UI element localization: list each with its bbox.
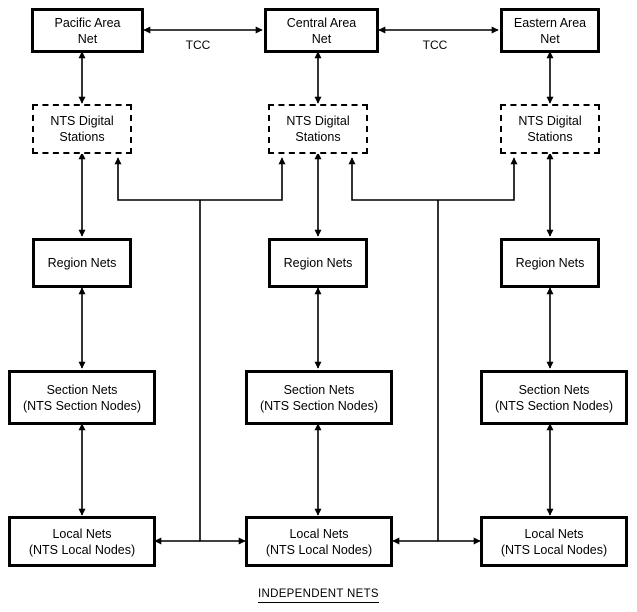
section-nets-1-line1: Section Nets: [46, 382, 118, 397]
local-nets-1: Local Nets (NTS Local Nodes): [8, 516, 156, 567]
local-nets-1-line1: Local Nets: [52, 526, 112, 541]
section-nets-1: Section Nets (NTS Section Nodes): [8, 370, 156, 425]
local-nets-2-line2: (NTS Local Nodes): [265, 542, 373, 557]
digital-stations-2-line1: NTS Digital: [286, 114, 350, 128]
pacific-area-net: Pacific Area Net: [31, 8, 144, 53]
local-nets-3-line1: Local Nets: [524, 526, 584, 541]
digital-stations-3: NTS Digital Stations: [500, 104, 600, 154]
local-nets-2: Local Nets (NTS Local Nodes): [245, 516, 393, 567]
central-area-net: Central Area Net: [264, 8, 379, 53]
region-nets-2: Region Nets: [268, 238, 368, 288]
digital-stations-2-line2: Stations: [295, 130, 341, 144]
local-nets-1-line2: (NTS Local Nodes): [28, 542, 136, 557]
digital-feed-left: [114, 157, 286, 201]
digital-feed-right: [348, 157, 518, 201]
local-nets-3-line2: (NTS Local Nodes): [500, 542, 608, 557]
section-nets-2-line2: (NTS Section Nodes): [259, 398, 379, 413]
pacific-area-net-line2: Net: [77, 31, 98, 46]
section-nets-2: Section Nets (NTS Section Nodes): [245, 370, 393, 425]
independent-nets-caption: INDEPENDENT NETS: [258, 588, 379, 603]
section-nets-3: Section Nets (NTS Section Nodes): [480, 370, 628, 425]
section-nets-1-line2: (NTS Section Nodes): [22, 398, 142, 413]
digital-stations-2: NTS Digital Stations: [268, 104, 368, 154]
local-nets-2-line1: Local Nets: [289, 526, 349, 541]
local-nets-3: Local Nets (NTS Local Nodes): [480, 516, 628, 567]
digital-feed-right-trunk: [437, 200, 481, 545]
eastern-area-net-line2: Net: [540, 31, 560, 46]
region-nets-1-label: Region Nets: [47, 256, 117, 270]
region-nets-1: Region Nets: [32, 238, 132, 288]
tcc-label-left: TCC: [185, 38, 211, 52]
digital-stations-1-line1: NTS Digital: [50, 114, 114, 128]
section-nets-3-line1: Section Nets: [518, 382, 590, 397]
central-area-net-line1: Central Area: [286, 15, 357, 30]
digital-stations-3-line2: Stations: [527, 130, 573, 144]
digital-stations-3-line1: NTS Digital: [518, 114, 582, 128]
tcc-label-right: TCC: [422, 38, 448, 52]
region-nets-3: Region Nets: [500, 238, 600, 288]
digital-stations-1: NTS Digital Stations: [32, 104, 132, 154]
digital-feed-left-trunk: [199, 200, 246, 545]
eastern-area-net-line1: Eastern Area: [513, 15, 587, 30]
pacific-area-net-line1: Pacific Area: [54, 15, 121, 30]
section-nets-2-line1: Section Nets: [283, 382, 355, 397]
section-nets-3-line2: (NTS Section Nodes): [494, 398, 614, 413]
digital-stations-1-line2: Stations: [59, 130, 105, 144]
region-nets-3-label: Region Nets: [515, 256, 585, 270]
central-area-net-line2: Net: [311, 31, 332, 46]
eastern-area-net: Eastern Area Net: [500, 8, 600, 53]
region-nets-2-label: Region Nets: [283, 256, 353, 270]
